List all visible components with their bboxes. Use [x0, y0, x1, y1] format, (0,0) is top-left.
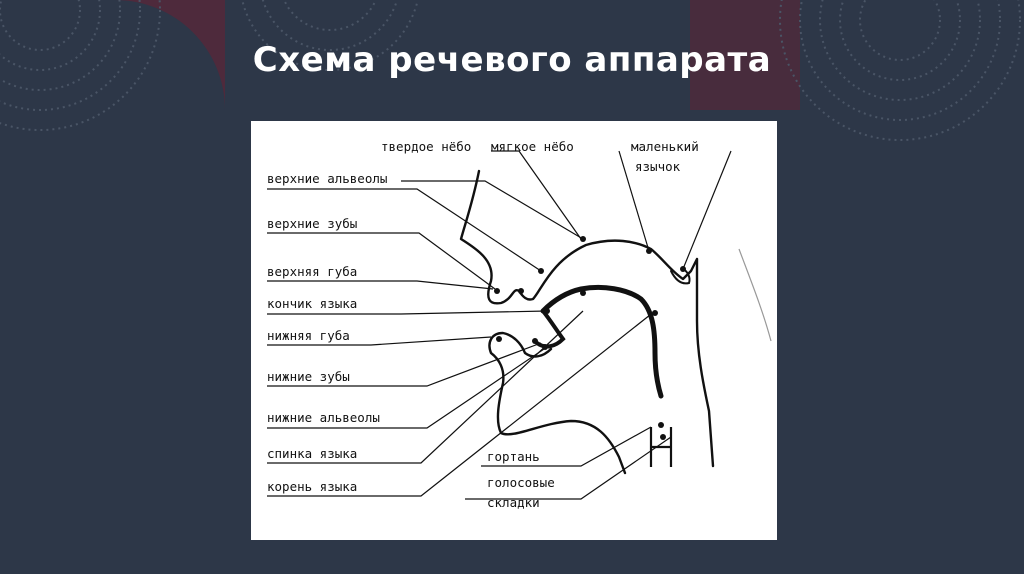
decor-dotted-rings-right — [779, 0, 1021, 141]
upper-contour — [459, 169, 715, 468]
anchor-dots — [494, 236, 686, 440]
label-tongue-back: спинка языка — [267, 446, 357, 461]
label-vocal-folds-line1: голосовые — [487, 475, 555, 490]
label-lower-teeth: нижние зубы — [267, 369, 350, 384]
decor-dotted-rings-mid — [241, 0, 419, 71]
uvula-contour — [670, 268, 691, 285]
decor-dotted-rings-left — [0, 0, 161, 131]
label-lower-alveoli: нижние альвеолы — [267, 410, 380, 425]
label-upper-lip: верхняя губа — [267, 264, 357, 279]
vocal-folds-contour — [649, 427, 673, 467]
label-vocal-folds-line2: складки — [487, 495, 540, 510]
label-soft-palate: мягкое нёбо — [491, 139, 574, 154]
decor-maroon-shape-right — [690, 0, 800, 110]
label-lower-lip: нижняя губа — [267, 328, 350, 343]
label-upper-teeth: верхние зубы — [267, 216, 357, 231]
decor-maroon-shape-left — [115, 0, 225, 110]
label-tongue-tip: кончик языка — [267, 296, 357, 311]
back-contour — [738, 248, 772, 342]
lower-contour — [488, 331, 627, 475]
label-uvula-line2: язычок — [635, 159, 681, 174]
label-uvula-line1: маленький — [631, 139, 699, 154]
label-larynx: гортань — [487, 449, 540, 464]
tongue-contour — [540, 284, 664, 399]
label-tongue-root: корень языка — [267, 479, 357, 494]
slide-title: Схема речевого аппарата — [252, 40, 772, 80]
speech-apparatus-diagram: твердое нёбо мягкое нёбо маленький язычо… — [267, 139, 772, 510]
label-hard-palate: твердое нёбо — [381, 139, 471, 154]
leader-lines — [267, 150, 732, 500]
label-upper-alveoli: верхние альвеолы — [267, 171, 387, 186]
speech-apparatus-figure: твердое нёбо мягкое нёбо маленький язычо… — [251, 121, 777, 540]
